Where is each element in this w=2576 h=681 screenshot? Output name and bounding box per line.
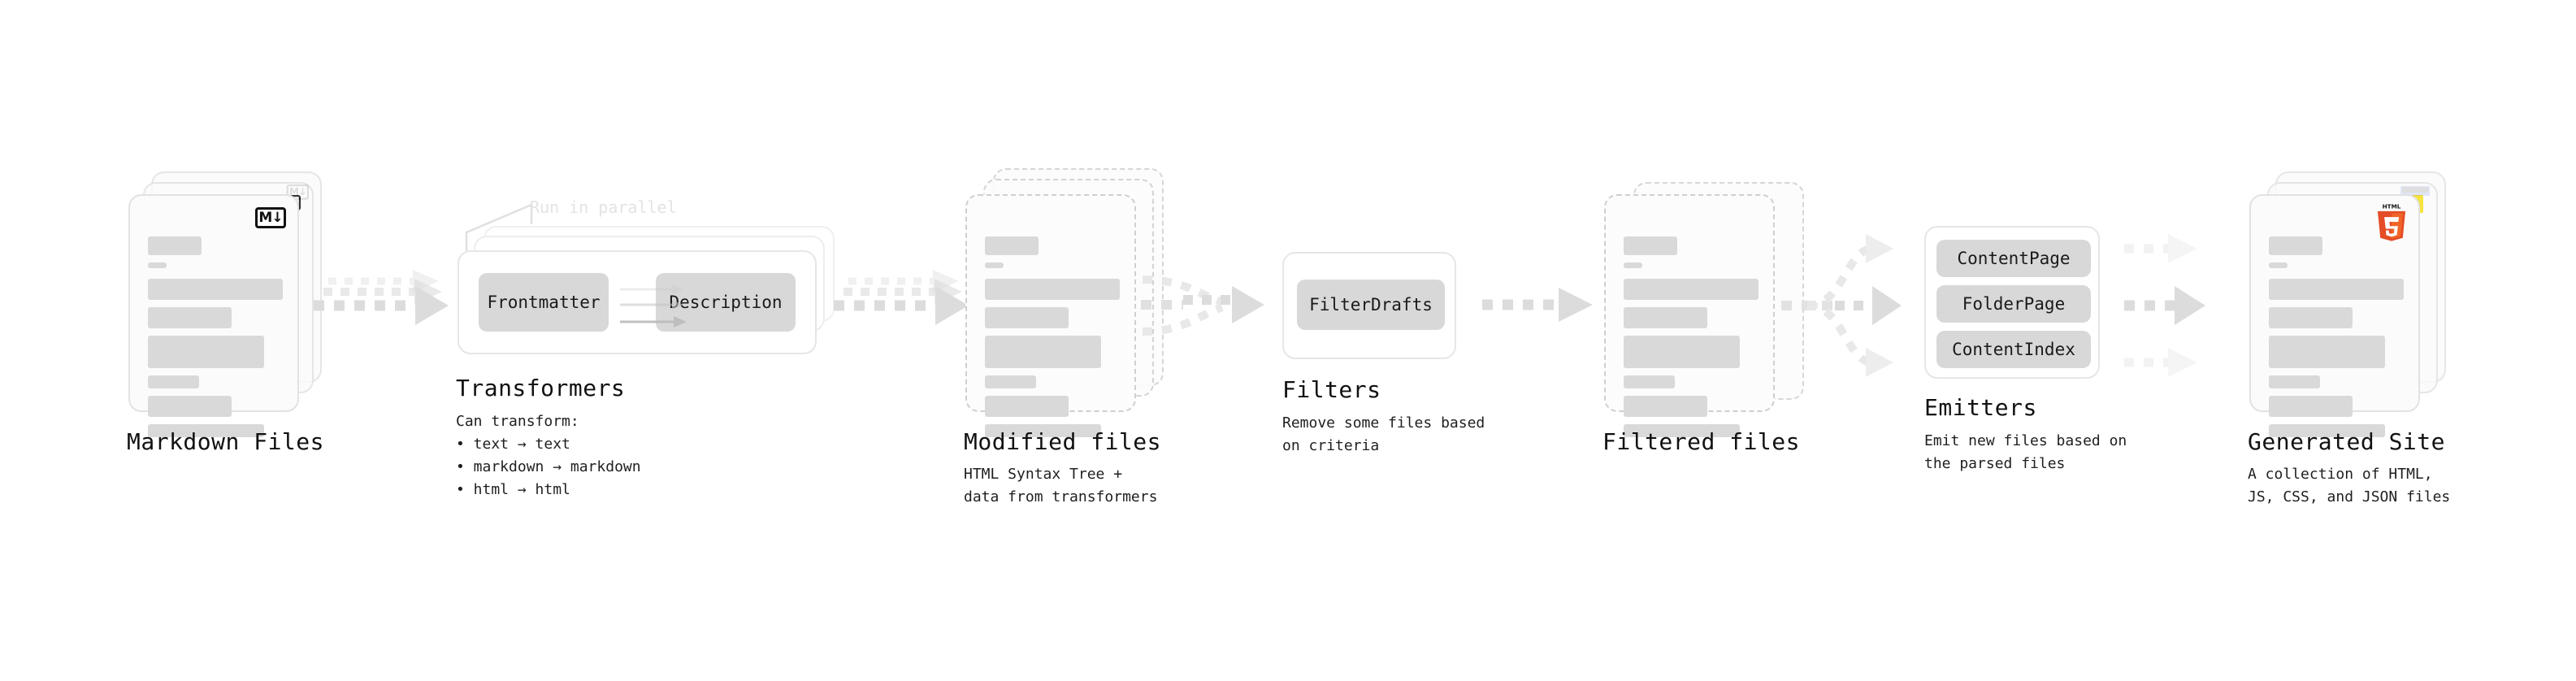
stage-subtitle-transformers: Can transform: • text → text • markdown … [456, 413, 641, 498]
run-in-parallel-label: Run in parallel [530, 197, 677, 217]
filters-box: FilterDrafts [1282, 252, 1456, 359]
stage-title-emitters: Emitters [1924, 394, 2037, 421]
stage-title-modified-files: Modified files [964, 428, 1162, 455]
filter-node-filterdrafts[interactable]: FilterDrafts [1297, 280, 1445, 330]
emitter-node-contentpage[interactable]: ContentPage [1936, 240, 2091, 277]
html5-icon: HTML [2377, 203, 2406, 241]
doc-content-bars [148, 215, 283, 445]
stage-title-transformers: Transformers [456, 375, 626, 401]
stage-subtitle-emitters: Emit new files based on the parsed files [1924, 432, 2127, 472]
stage-title-markdown-files: Markdown Files [127, 428, 325, 455]
connector-emitters-to-site [2124, 234, 2205, 377]
doc-content-bars [985, 215, 1120, 445]
stage-title-filtered-files: Filtered files [1602, 428, 1801, 455]
markdown-badge: M↓ [255, 207, 286, 228]
svg-text:HTML: HTML [2383, 203, 2401, 210]
connector-transformers-to-modified [834, 270, 969, 325]
filtered-card-front [1604, 194, 1775, 437]
doc-content-bars [1624, 215, 1759, 445]
stage-title-generated-site: Generated Site [2248, 428, 2446, 455]
stage-title-filters: Filters [1282, 376, 1381, 403]
stage-subtitle-generated-site: A collection of HTML, JS, CSS, and JSON … [2248, 466, 2451, 505]
run-in-parallel-bracket [465, 203, 533, 254]
connector-markdown-to-transformers [314, 270, 449, 325]
stage-subtitle-filters: Remove some files based on criteria [1282, 414, 1485, 454]
connector-filtered-to-emitters [1781, 234, 1902, 377]
emitters-box: ContentPage FolderPage ContentIndex [1924, 226, 2100, 379]
connector-filters-to-filtered [1482, 288, 1593, 322]
transformer-node-frontmatter[interactable]: Frontmatter [479, 273, 609, 332]
doc-content-bars [2269, 215, 2404, 445]
transformers-box-front: Frontmatter Description [458, 250, 817, 354]
markdown-card-front: M↓ [128, 194, 299, 437]
modified-card-front [965, 194, 1136, 437]
emitter-node-folderpage[interactable]: FolderPage [1936, 285, 2091, 323]
transformer-inner-arrows [620, 284, 687, 327]
emitter-node-contentindex[interactable]: ContentIndex [1936, 331, 2091, 368]
stage-subtitle-modified-files: HTML Syntax Tree + data from transformer… [964, 466, 1158, 505]
connector-modified-to-filters [1141, 275, 1264, 336]
site-card-front: HTML [2249, 194, 2420, 437]
